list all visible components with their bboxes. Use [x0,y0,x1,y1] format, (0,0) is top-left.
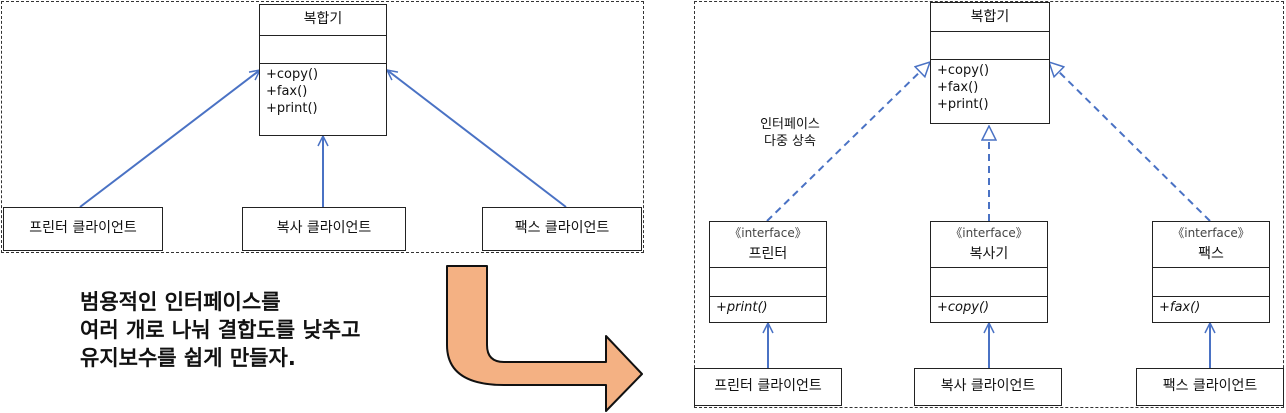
interface-fax: 《interface》 팩스 +fax() [1152,221,1270,323]
class-name: 복합기 [303,11,343,27]
copy-client-left: 복사 클라이언트 [242,207,406,251]
interface-name: 프린터 [748,246,788,262]
stereotype-label: 《interface》 [950,226,1028,240]
interface-name: 팩스 [1198,246,1224,262]
interface-name: 복사기 [969,246,1009,262]
caption-line-1: 범용적인 인터페이스를 [80,290,281,314]
realize-printer-interface [766,62,930,222]
operation-print: +print() [266,101,318,116]
right-diagram-frame [694,1,1284,408]
attributes-section [260,35,386,63]
note-line-1: 인터페이스 [760,117,820,132]
interface-printer: 《interface》 프린터 +print() [709,221,827,323]
fax-client-left: 팩스 클라이언트 [482,207,642,251]
operation-copy: +copy() [937,300,990,315]
caption-text: 범용적인 인터페이스를 여러 개로 나눠 결합도를 낮추고 유지보수를 쉽게 만… [80,288,360,372]
operation-fax: +fax() [937,80,979,95]
class-name: 복합기 [970,9,1010,25]
operation-copy: +copy() [266,67,319,82]
operation-print: +print() [937,97,989,112]
operation-fax: +fax() [266,84,308,99]
printer-client-right: 프린터 클라이언트 [694,368,842,406]
multifunction-class-right: 복합기 +copy() +fax() +print() [930,2,1050,124]
stereotype-label: 《interface》 [1172,226,1250,240]
attributes-section [710,267,826,296]
operations-section: +copy() +fax() +print() [931,59,1049,115]
multiple-inheritance-note: 인터페이스 다중 상속 [740,116,840,150]
assoc-fax-client-left [387,70,567,208]
caption-line-3: 유지보수를 쉽게 만들자. [80,346,296,370]
printer-client-left: 프린터 클라이언트 [3,207,163,251]
operation-copy: +copy() [937,63,990,78]
attributes-section [1153,267,1269,296]
operations-section: +fax() [1153,296,1269,318]
fax-client-right: 팩스 클라이언트 [1136,368,1284,406]
operations-section: +print() [710,296,826,318]
attributes-section [931,31,1049,59]
copy-client-right: 복사 클라이언트 [914,368,1062,406]
interface-copier: 《interface》 복사기 +copy() [930,221,1048,323]
note-line-2: 다중 상속 [764,134,816,149]
operations-section: +copy() [931,296,1047,318]
stereotype-label: 《interface》 [729,226,807,240]
realize-fax-interface [1049,62,1211,222]
multifunction-class-left: 복합기 +copy() +fax() +print() [259,4,387,136]
assoc-printer-client-left [79,70,260,208]
left-diagram-frame [1,1,644,253]
attributes-section [931,267,1047,296]
operations-section: +copy() +fax() +print() [260,63,386,119]
operation-fax: +fax() [1159,300,1201,315]
operation-print: +print() [716,300,768,315]
caption-line-2: 여러 개로 나눠 결합도를 낮추고 [80,318,361,342]
transform-arrow [446,265,643,412]
